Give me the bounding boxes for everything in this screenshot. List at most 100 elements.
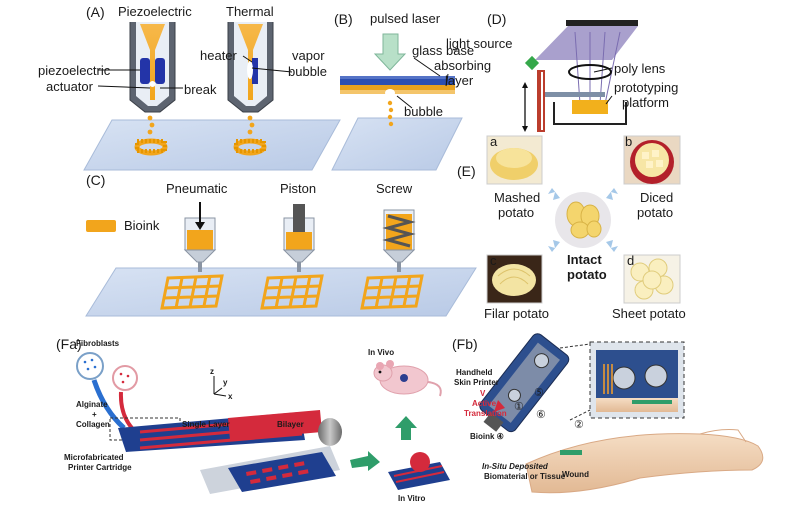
absorbing-label-1: absorbing bbox=[434, 58, 492, 73]
grid-3 bbox=[360, 274, 424, 310]
substrate-a bbox=[83, 119, 341, 171]
piezo-actuator-left bbox=[140, 58, 150, 84]
substrate-b bbox=[331, 117, 463, 171]
active-label-2: Translation bbox=[464, 409, 507, 418]
panel-fb-tag: (Fb) bbox=[452, 336, 478, 352]
piezo-actuator-right bbox=[155, 58, 165, 84]
absorbing-label-2: layer bbox=[445, 73, 474, 88]
break-label: break bbox=[184, 82, 217, 97]
axis-z-label: z bbox=[210, 367, 214, 376]
in-vivo-label: In Vivo bbox=[368, 348, 395, 357]
in-vitro-plate bbox=[388, 462, 450, 490]
panel-a-graphics bbox=[83, 22, 341, 171]
panel-e-tag: (E) bbox=[457, 163, 476, 179]
panel-b-tag: (B) bbox=[334, 11, 353, 27]
panel-b-graphics bbox=[331, 33, 463, 171]
bilayer-label: Bilayer bbox=[277, 420, 304, 429]
axis-y-label: y bbox=[223, 378, 228, 387]
syringe-pneumatic bbox=[183, 202, 217, 272]
grid-2 bbox=[260, 274, 324, 310]
handheld-label-2: Skin Printer bbox=[454, 378, 499, 387]
photo-d-letter: d bbox=[627, 253, 635, 268]
panel-fa-graphics bbox=[76, 352, 450, 494]
laser-arrow bbox=[373, 33, 407, 71]
screw-label: Screw bbox=[376, 181, 413, 196]
diced-label-2: potato bbox=[637, 205, 674, 220]
mashed-label-1: Mashed bbox=[494, 190, 541, 205]
panel-a-tag: (A) bbox=[86, 4, 105, 20]
insitu-label-1: In-Situ Deposited bbox=[482, 462, 548, 471]
wound-label: Wound bbox=[562, 470, 589, 479]
piezo-actuator-label-1: piezoelectric bbox=[38, 63, 111, 78]
collagen-label: Collagen bbox=[76, 420, 110, 429]
glass-base-label: glass base bbox=[412, 43, 475, 58]
fibroblasts-label: Fibroblasts bbox=[76, 339, 120, 348]
green-arrow-up bbox=[395, 416, 417, 440]
light-beam bbox=[535, 26, 638, 60]
photo-b-letter: b bbox=[625, 134, 633, 149]
handheld-label-1: Handheld bbox=[456, 368, 493, 377]
photo-a-letter: a bbox=[490, 134, 498, 149]
marker-2: ② bbox=[574, 419, 584, 431]
syringe-screw bbox=[382, 209, 416, 272]
intact-label-2: potato bbox=[567, 267, 607, 282]
plus-label: + bbox=[92, 410, 97, 419]
marker-6: ⑥ bbox=[536, 409, 546, 421]
wound bbox=[560, 450, 582, 455]
single-layer-label: Single Layer bbox=[182, 420, 230, 429]
light-source-label: light source bbox=[446, 36, 513, 51]
panel-c-tag: (C) bbox=[86, 172, 106, 188]
piezo-actuator-label-2: actuator bbox=[46, 79, 93, 94]
insitu-label-2: Biomaterial or Tissue bbox=[484, 472, 566, 481]
panel-fb-graphics bbox=[479, 333, 764, 494]
axis-x-label: x bbox=[228, 392, 233, 401]
arm bbox=[525, 433, 764, 494]
arrow-e-4 bbox=[606, 240, 618, 252]
glass-base bbox=[340, 76, 455, 85]
grid-1 bbox=[160, 274, 224, 310]
photo-c-letter: c bbox=[490, 253, 497, 268]
poly-lens-label: poly lens bbox=[614, 61, 666, 76]
poly-lens bbox=[568, 64, 612, 80]
heater-label: heater bbox=[200, 48, 237, 63]
heater bbox=[252, 58, 258, 84]
absorbing-layer bbox=[340, 85, 455, 90]
arrow-e-1 bbox=[548, 188, 560, 200]
active-label-1: Active bbox=[472, 399, 497, 408]
microfab-label-1: Microfabricated bbox=[64, 453, 124, 462]
fibroblast-dish-red bbox=[112, 365, 138, 391]
vapor-label-1: vapor bbox=[292, 48, 325, 63]
syringe-piston bbox=[282, 204, 316, 272]
alginate-label: Alginate bbox=[76, 400, 108, 409]
bioink-fb-label: Bioink ④ bbox=[470, 432, 504, 441]
light-source bbox=[524, 55, 540, 71]
marker-5: ⑤ bbox=[534, 387, 544, 399]
v-label: V bbox=[480, 389, 486, 398]
pneumatic-label: Pneumatic bbox=[166, 181, 228, 196]
fibroblast-dish-blue bbox=[76, 352, 104, 380]
bilayer-strip bbox=[228, 410, 322, 440]
panel-fa-tag: (Fa) bbox=[56, 336, 82, 352]
vapor-label-2: bubble bbox=[288, 64, 328, 79]
pulsed-laser-label: pulsed laser bbox=[370, 11, 441, 26]
piston-label: Piston bbox=[280, 181, 317, 196]
panel-d-tag: (D) bbox=[487, 11, 507, 27]
in-vitro-label: In Vitro bbox=[398, 494, 426, 503]
thermal-title: Thermal bbox=[226, 4, 274, 19]
prototyping-label-2: platform bbox=[622, 95, 669, 110]
prototyping-platform bbox=[572, 100, 608, 114]
diced-label-1: Diced bbox=[640, 190, 674, 205]
mouse bbox=[373, 360, 442, 397]
prototyping-label-1: prototyping bbox=[614, 80, 679, 95]
substrate-c bbox=[85, 267, 477, 317]
marker-1: ① bbox=[514, 401, 524, 413]
bioink-label: Bioink bbox=[124, 218, 160, 233]
mashed-label-2: potato bbox=[498, 205, 535, 220]
piezoelectric-title: Piezoelectric bbox=[118, 4, 192, 19]
arrow-e-2 bbox=[606, 188, 618, 200]
intact-label-1: Intact bbox=[567, 252, 602, 267]
bioink-swatch bbox=[86, 220, 116, 232]
green-arrow-right bbox=[350, 451, 380, 471]
